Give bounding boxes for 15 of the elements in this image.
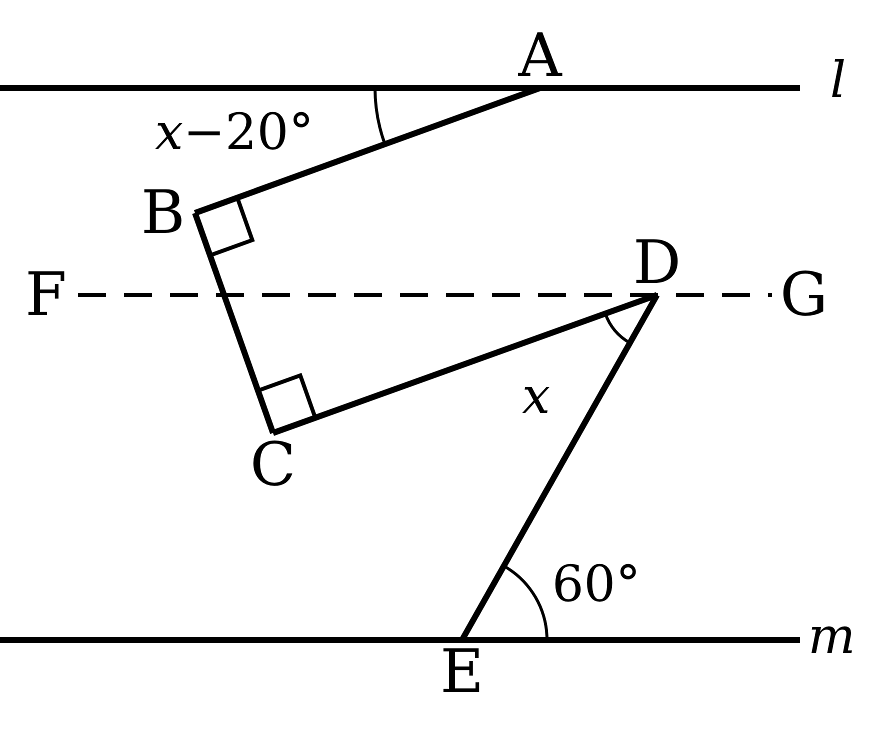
point-label: A <box>517 24 564 88</box>
angle-label: x−20° <box>155 104 314 160</box>
line-segment <box>192 212 276 434</box>
point-label: D <box>632 231 682 295</box>
point-label: E <box>439 640 485 704</box>
line-segment <box>272 292 658 436</box>
point-label: C <box>249 433 297 497</box>
dashed-line <box>78 293 772 297</box>
angle-label: x <box>522 368 550 424</box>
line-label: l <box>830 52 846 108</box>
angle-label: 60° <box>552 556 641 612</box>
line-label: m <box>808 608 856 664</box>
point-label: F <box>24 263 68 327</box>
point-label: G <box>779 263 829 327</box>
point-label: B <box>140 181 186 245</box>
